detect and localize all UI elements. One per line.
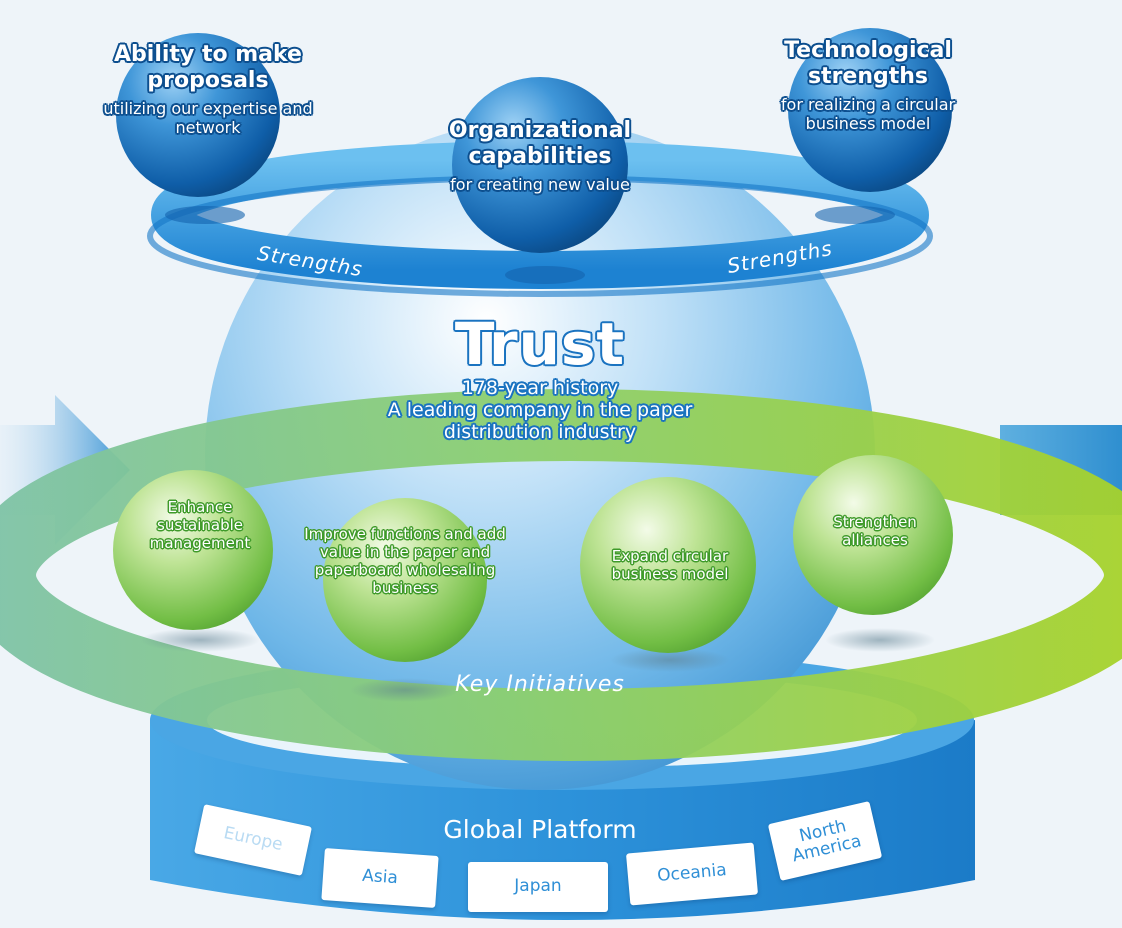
region-asia: Asia: [321, 848, 439, 908]
strength-sphere-3: [788, 28, 952, 192]
initiative-label-3: Expand circular business model: [611, 547, 729, 583]
strength-item-3-title: Technological strengths: [784, 38, 952, 89]
initiative-sphere-4: [793, 455, 953, 615]
strength-item-2-subtitle: for creating new value: [450, 174, 630, 194]
initiative-label-1: Enhance sustainable management: [149, 498, 251, 552]
trust-leading: A leading company in the paper distribut…: [387, 399, 693, 444]
strength-item-1: Ability to make proposals utilizing our …: [78, 42, 338, 138]
initiative-sphere-3: [580, 477, 756, 653]
trust-block: Trust 178-year history A leading company…: [330, 310, 750, 444]
initiative-sphere-1: [113, 470, 273, 630]
initiative-sphere-2: [323, 498, 487, 662]
strength-item-2-title: Organizational capabilities: [448, 118, 632, 169]
trust-title: Trust: [454, 310, 626, 378]
strength-item-1-title: Ability to make proposals: [114, 42, 302, 93]
trust-history: 178-year history: [461, 377, 619, 400]
region-japan: Japan: [468, 862, 608, 912]
strength-item-2: Organizational capabilities for creating…: [420, 118, 660, 195]
strength-item-3-subtitle: for realizing a circular business model: [780, 94, 956, 133]
key-initiatives-ring-label: Key Initiatives: [455, 672, 625, 697]
region-oceania: Oceania: [625, 842, 759, 906]
initiative-label-2: Improve functions and add value in the p…: [304, 525, 506, 597]
key-initiatives-ring: [0, 389, 1122, 761]
strength-item-1-subtitle: utilizing our expertise and network: [103, 98, 313, 137]
global-platform-label: Global Platform: [443, 815, 637, 844]
strength-sphere-2: [452, 77, 628, 253]
initiative-label-4: Strengthen alliances: [833, 513, 917, 549]
strength-item-3: Technological strengths for realizing a …: [748, 38, 988, 134]
strength-sphere-1: [116, 33, 280, 197]
